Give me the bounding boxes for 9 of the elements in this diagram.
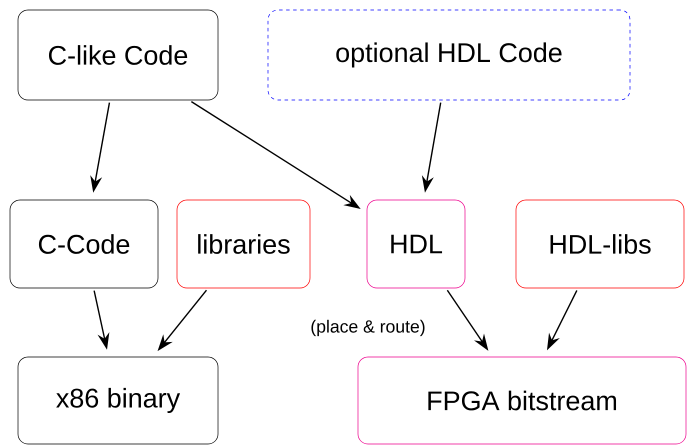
- process-box: x86 binary: [18, 356, 218, 444]
- edge-label: (place & route): [309, 318, 427, 338]
- process-box: libraries: [176, 200, 310, 288]
- process-box: C-Code: [10, 200, 158, 288]
- process-box: HDL: [366, 200, 466, 288]
- process-box: optional HDL Code: [268, 10, 630, 100]
- process-box: HDL-libs: [516, 200, 684, 288]
- process-box: C-like Code: [18, 10, 218, 100]
- process-box: FPGA bitstream: [358, 356, 686, 444]
